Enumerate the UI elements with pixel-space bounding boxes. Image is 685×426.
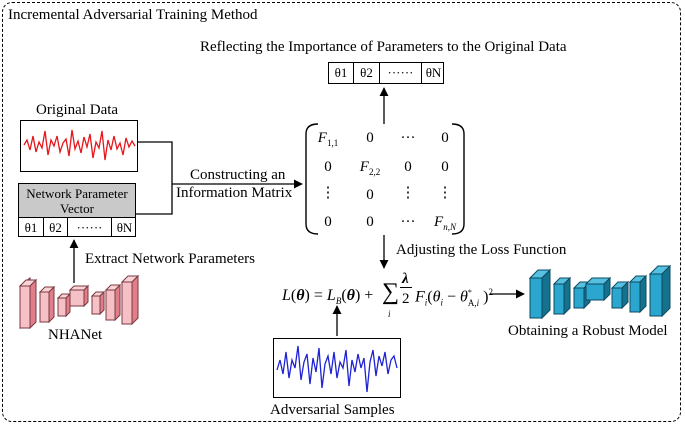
method-frame — [2, 2, 681, 422]
m14: 0 — [441, 130, 449, 146]
m44: Fn,N — [434, 214, 456, 232]
nhanet-front-5 — [91, 295, 101, 315]
connectors — [69, 87, 525, 336]
robust-side-1 — [541, 268, 551, 320]
m41: 0 — [324, 214, 332, 230]
nhanet-front-3 — [57, 297, 67, 317]
nhanet-front-7 — [121, 281, 133, 325]
nhanet-front-2 — [39, 291, 50, 323]
robust-front-1 — [529, 277, 543, 319]
matrix-right-bracket — [451, 123, 465, 235]
network-parameter-title: Network Parameter Vector — [19, 184, 135, 218]
nhanet-side-5 — [99, 290, 105, 316]
m43: ··· — [400, 214, 416, 230]
m21: 0 — [324, 159, 332, 175]
nhanet-front-6 — [105, 289, 116, 321]
robust-model — [528, 264, 672, 320]
m13: ··· — [400, 130, 416, 146]
theta-dots: ······ — [379, 63, 421, 83]
nhanet-side-6 — [114, 283, 121, 322]
np-theta-1: θ1 — [24, 219, 38, 235]
extract-label: Extract Network Parameters — [85, 251, 255, 267]
nhanet-side-7 — [131, 274, 139, 326]
np-theta-2: θ2 — [43, 218, 67, 237]
original-data-connector — [138, 141, 173, 184]
m24: 0 — [441, 159, 449, 175]
robust-side-2 — [563, 276, 571, 316]
robust-label: Obtaining a Robust Model — [508, 323, 668, 339]
reflect-label: Reflecting the Importance of Parameters … — [200, 39, 567, 55]
theta-n: θN — [421, 63, 445, 83]
nhanet-label: NHANet — [48, 327, 103, 343]
nhanet-side-4 — [83, 284, 89, 308]
matrix-brackets — [305, 123, 465, 235]
nhanet-side-2 — [48, 285, 55, 324]
constructing-label-line1: Constructing an — [190, 167, 286, 183]
robust-front-4 — [585, 283, 605, 301]
m42: 0 — [366, 214, 374, 230]
original-data-label: Original Data — [36, 102, 119, 118]
robust-side-4 — [603, 276, 611, 302]
nhanet-side-3 — [65, 292, 71, 318]
network-param-connector — [136, 184, 173, 215]
nhanet-front-4 — [69, 289, 85, 307]
theta-strip-top: θ1 θ2 ······ θN — [328, 62, 444, 84]
robust-front-3 — [573, 287, 585, 309]
m22: F2,2 — [359, 159, 381, 177]
robust-front-7 — [649, 273, 663, 317]
adjusting-label: Adjusting the Loss Function — [396, 242, 567, 258]
original-signal — [23, 129, 136, 161]
theta-2: θ2 — [353, 63, 379, 83]
np-theta-dots: ······ — [67, 218, 111, 237]
np-theta-n: θN — [111, 218, 137, 237]
constructing-label-line2: Information Matrix — [176, 185, 293, 201]
robust-side-7 — [661, 264, 671, 318]
m11: F1,1 — [317, 130, 339, 148]
robust-front-6 — [629, 281, 641, 313]
robust-side-5 — [621, 280, 629, 310]
m12: 0 — [366, 130, 374, 146]
m33: ⋮ — [400, 185, 416, 201]
robust-side-6 — [639, 274, 647, 314]
frame-title: Incremental Adversarial Training Method — [8, 7, 258, 23]
m31: ⋮ — [320, 185, 336, 201]
robust-front-2 — [553, 283, 565, 315]
m34: ⋮ — [437, 185, 453, 201]
robust-front-5 — [611, 287, 623, 309]
m32: 0 — [366, 187, 374, 203]
network-parameter-box: Network Parameter Vector θ1 θ2 ······ θN — [18, 183, 136, 237]
nhanet-front-1 — [19, 285, 31, 329]
theta-1: θ1 — [334, 65, 348, 80]
nhanet-model — [18, 274, 140, 330]
nhanet-side-1 — [29, 278, 37, 330]
matrix-left-bracket — [305, 123, 319, 235]
adversarial-label: Adversarial Samples — [270, 402, 395, 418]
m23: 0 — [404, 159, 412, 175]
adversarial-signal — [276, 345, 398, 393]
